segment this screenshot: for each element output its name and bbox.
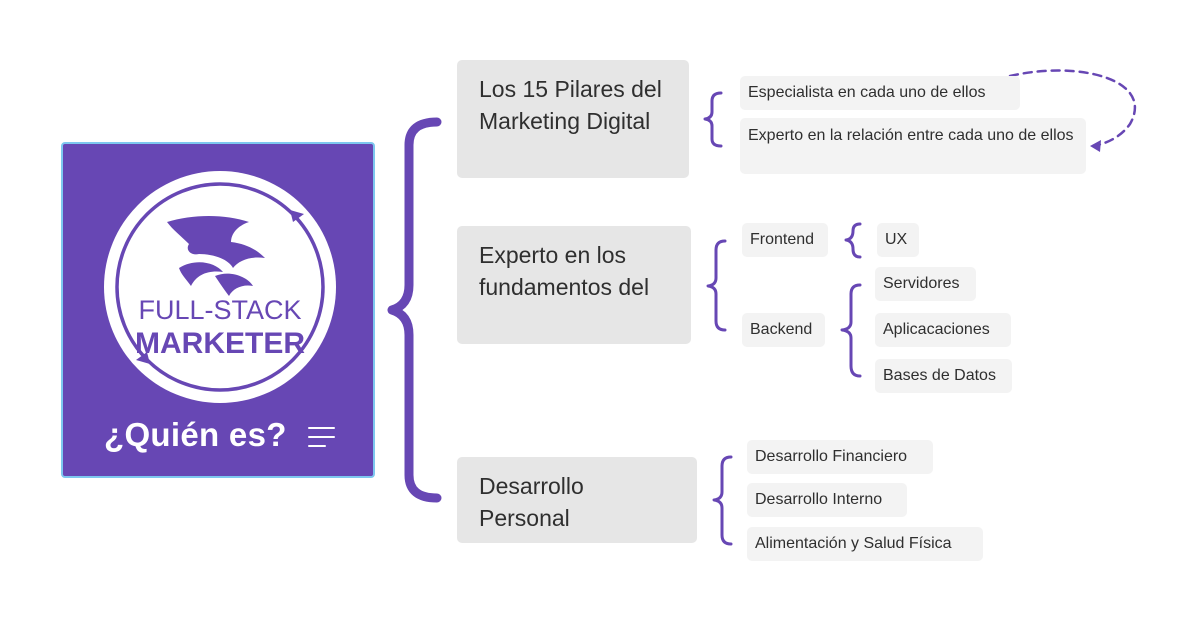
menu-lines-icon[interactable]	[308, 427, 336, 449]
relation-arrow	[1008, 69, 1137, 148]
subtopic-aplicaciones[interactable]: Aplicacaciones	[875, 313, 1011, 347]
main-brace	[387, 117, 442, 503]
brace-topic2	[706, 239, 727, 332]
subtopic-backend[interactable]: Backend	[742, 313, 825, 347]
subtopic-experto-relacion[interactable]: Experto en la relación entre cada uno de…	[740, 118, 1086, 174]
subtopic-bases-de-datos[interactable]: Bases de Datos	[875, 359, 1012, 393]
brace-frontend	[844, 222, 862, 259]
subtopic-especialista[interactable]: Especialista en cada uno de ellos	[740, 76, 1020, 110]
subtopic-alimentacion-salud[interactable]: Alimentación y Salud Física	[747, 527, 983, 561]
logo-line1: FULL-STACK	[138, 295, 301, 325]
topic-experto-fundamentos[interactable]: Experto en los fundamentos del	[457, 226, 691, 344]
logo-line2: MARKETER	[135, 327, 305, 360]
central-topic-title: ¿Quién es?	[104, 416, 287, 453]
full-stack-marketer-logo: FULL-STACK MARKETER	[104, 171, 336, 403]
subtopic-servidores[interactable]: Servidores	[875, 267, 976, 301]
shark-icon	[167, 216, 265, 296]
brace-topic1	[703, 91, 723, 148]
brace-topic3	[712, 455, 733, 546]
central-topic-card[interactable]: FULL-STACK MARKETER ¿Quién es?	[61, 142, 375, 478]
relation-arrowhead	[1090, 140, 1101, 152]
topic-15-pilares[interactable]: Los 15 Pilares del Marketing Digital	[457, 60, 689, 178]
subtopic-ux[interactable]: UX	[877, 223, 919, 257]
subtopic-frontend[interactable]: Frontend	[742, 223, 828, 257]
subtopic-desarrollo-financiero[interactable]: Desarrollo Financiero	[747, 440, 933, 474]
brace-backend	[840, 283, 862, 378]
topic-desarrollo-personal[interactable]: Desarrollo Personal	[457, 457, 697, 543]
subtopic-desarrollo-interno[interactable]: Desarrollo Interno	[747, 483, 907, 517]
